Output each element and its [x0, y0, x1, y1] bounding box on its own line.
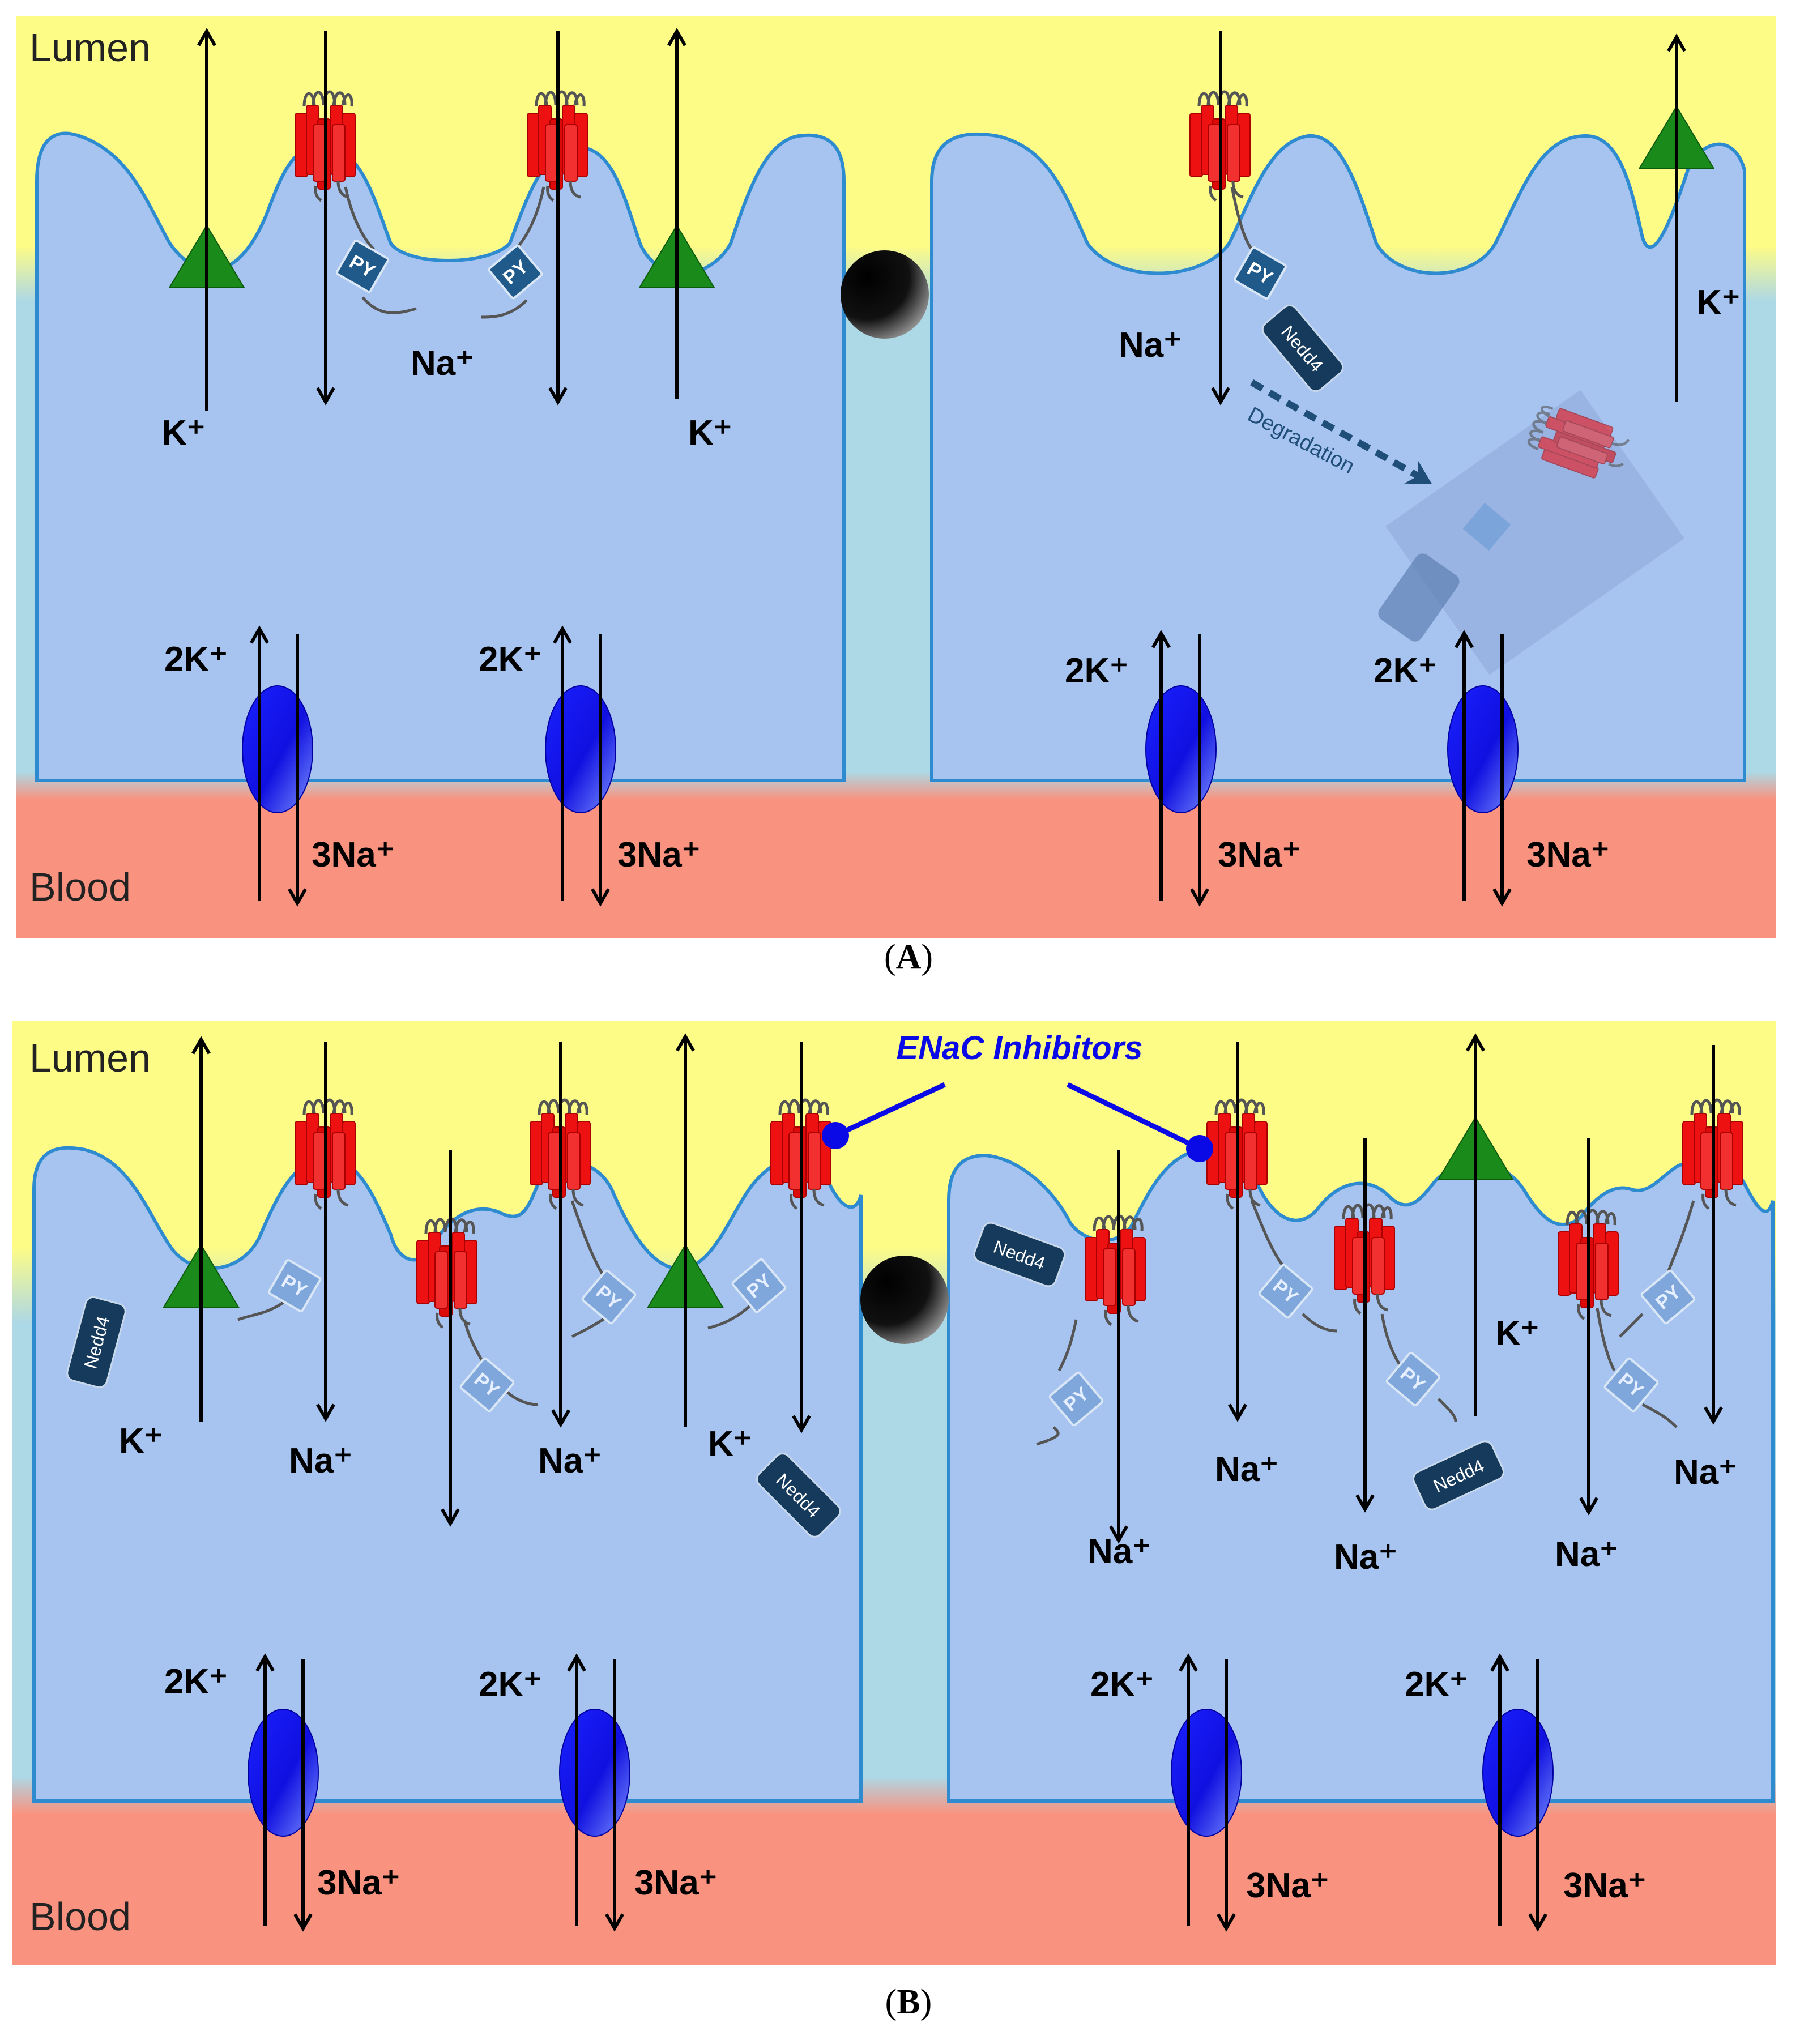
blood-label: Blood: [29, 865, 131, 909]
three-na-plus-label: 3Na⁺: [617, 835, 700, 874]
py-motif-icon: PY: [581, 1269, 637, 1325]
two-k-plus-label: 2K⁺: [1405, 1665, 1468, 1704]
na-plus-label: Na⁺: [1555, 1535, 1618, 1574]
degraded-py-icon: [1462, 502, 1511, 551]
flux-arrows-a: [197, 28, 1686, 411]
panel-a: PY PY PY Nedd4: [16, 16, 1776, 938]
panel-a-caption: (A): [884, 938, 933, 976]
k-plus-label: K⁺: [119, 1422, 163, 1461]
lumen-label: Lumen: [29, 25, 151, 70]
two-k-plus-label: 2K⁺: [1374, 651, 1437, 690]
na-plus-label: Na⁺: [1119, 326, 1182, 365]
na-k-atpase-icon: [242, 685, 313, 813]
k-plus-label: K⁺: [1495, 1314, 1539, 1353]
three-na-plus-label: 3Na⁺: [1246, 1866, 1329, 1905]
na-k-atpase-icon: [248, 1709, 319, 1837]
two-k-plus-label: 2K⁺: [164, 640, 228, 679]
cell-a-left: [35, 131, 846, 782]
na-plus-label: Na⁺: [1334, 1538, 1397, 1577]
three-na-plus-label: 3Na⁺: [1218, 835, 1300, 874]
three-na-plus-label: 3Na⁺: [634, 1863, 717, 1902]
py-motif-icon: PY: [1048, 1371, 1104, 1427]
na-k-atpase-icon: [1145, 685, 1217, 813]
na-plus-label: Na⁺: [1087, 1532, 1151, 1571]
pump-arrows-b: [255, 1653, 1547, 1932]
tight-junction-icon: [841, 250, 929, 339]
nedd4-badge: Nedd4: [1410, 1437, 1507, 1513]
py-motif-icon: PY: [267, 1258, 322, 1313]
k-plus-label: K⁺: [1696, 283, 1741, 322]
na-k-atpase-icon: [1482, 1709, 1554, 1837]
two-k-plus-label: 2K⁺: [479, 1665, 542, 1704]
na-plus-label: Na⁺: [1674, 1453, 1737, 1492]
panel-b-letter: B: [897, 1983, 920, 2021]
py-motif-icon: PY: [487, 244, 544, 300]
two-k-plus-label: 2K⁺: [164, 1662, 228, 1701]
k-plus-label: K⁺: [708, 1424, 752, 1463]
na-plus-label: Na⁺: [411, 344, 474, 383]
nedd4-badge: Nedd4: [65, 1294, 128, 1390]
nedd4-badge: Nedd4: [971, 1219, 1068, 1290]
pump-arrows-a: [250, 625, 1512, 907]
two-k-plus-label: 2K⁺: [479, 640, 542, 679]
enac-inhibitor-pointer: [822, 1082, 1213, 1162]
three-na-plus-label: 3Na⁺: [317, 1863, 400, 1902]
panel-b: PY PY PY PY PY PY PY PY PY Nedd4 Nedd4 N…: [12, 1021, 1776, 1965]
py-motif-icon: PY: [1257, 1263, 1314, 1320]
py-motif-icon: PY: [1232, 245, 1288, 301]
na-k-atpase-icon: [1447, 685, 1519, 813]
three-na-plus-label: 3Na⁺: [1526, 835, 1609, 874]
na-plus-label: Na⁺: [1215, 1450, 1278, 1489]
panel-a-letter: A: [895, 938, 922, 976]
panel-b-caption: (B): [885, 1983, 932, 2021]
na-k-atpase-icon: [1171, 1709, 1242, 1837]
three-na-plus-label: 3Na⁺: [312, 835, 394, 874]
na-k-atpase-icon: [545, 685, 616, 813]
k-plus-label: K⁺: [161, 413, 206, 453]
two-k-plus-label: 2K⁺: [1065, 651, 1128, 690]
flux-arrows-b: [191, 1033, 1723, 1544]
lumen-label: Lumen: [29, 1036, 151, 1080]
na-k-atpase-icon: [559, 1709, 630, 1837]
py-motif-icon: PY: [459, 1356, 515, 1413]
cell-b-right: [947, 1147, 1775, 1803]
degraded-nedd4-icon: [1378, 553, 1460, 642]
na-plus-label: Na⁺: [289, 1441, 352, 1480]
py-motif-icon: PY: [1385, 1351, 1441, 1407]
py-motif-icon: PY: [335, 238, 390, 294]
tight-junction-icon: [860, 1256, 949, 1344]
py-motif-icon: PY: [1640, 1269, 1696, 1325]
enac-inhibitors-label: ENaC Inhibitors: [896, 1030, 1142, 1066]
degradation-arrow: [1249, 379, 1432, 485]
na-plus-label: Na⁺: [538, 1441, 602, 1480]
two-k-plus-label: 2K⁺: [1090, 1665, 1154, 1704]
three-na-plus-label: 3Na⁺: [1563, 1866, 1646, 1905]
py-motif-icon: PY: [731, 1257, 787, 1314]
blood-label: Blood: [29, 1894, 131, 1939]
k-plus-label: K⁺: [688, 413, 732, 453]
py-motif-icon: PY: [1603, 1356, 1660, 1413]
